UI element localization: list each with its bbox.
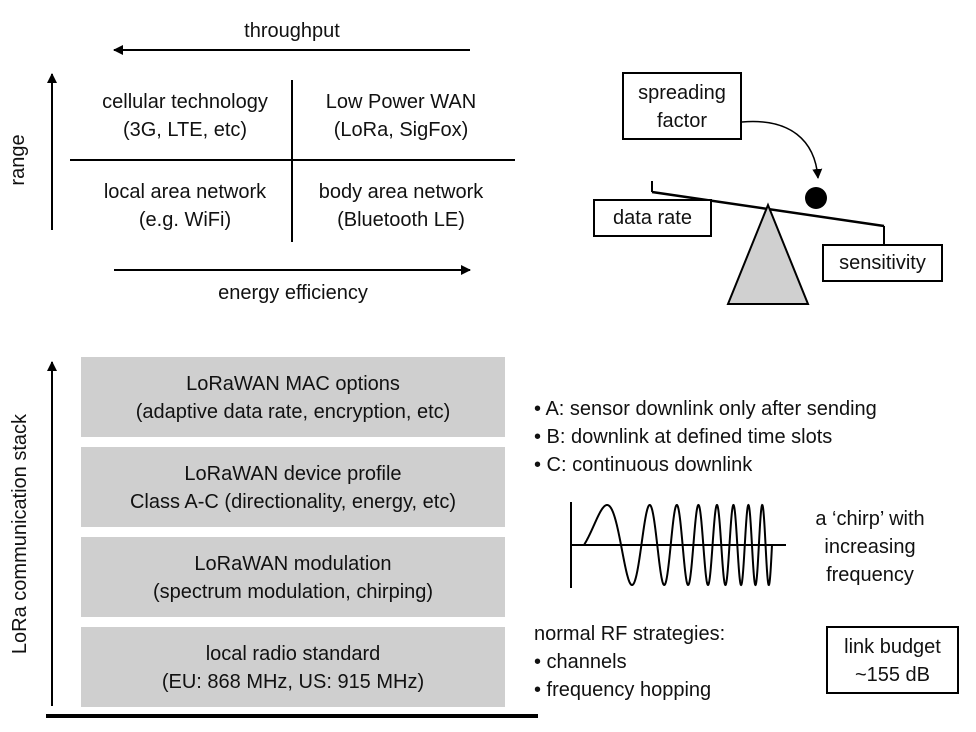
weight-ball: [805, 187, 827, 209]
layer-modulation-title: LoRaWAN modulation: [194, 553, 392, 575]
link-budget-line1: link budget: [844, 636, 941, 658]
link-budget-box: link budget ~155 dB: [826, 626, 959, 694]
quadrant-lpwan: Low Power WAN (LoRa, SigFox): [296, 88, 506, 144]
quadrant-cellular-title: cellular technology: [102, 91, 268, 113]
layer-modulation-subtitle: (spectrum modulation, chirping): [152, 581, 434, 603]
layer-radio-standard-title: local radio standard: [205, 643, 381, 665]
stack-axis-label: LoRa communication stack: [9, 413, 31, 655]
layer-device-profile: LoRaWAN device profile Class A-C (direct…: [81, 447, 505, 527]
chirp-waveform: [583, 503, 773, 587]
energy-efficiency-label: energy efficiency: [218, 282, 368, 304]
chirp-caption-line1: a ‘chirp’ with: [815, 508, 925, 530]
chirp-caption: a ‘chirp’ with increasing frequency: [790, 505, 950, 589]
rf-strategies-heading: normal RF strategies:: [534, 623, 726, 645]
layer-mac-options: LoRaWAN MAC options (adaptive data rate,…: [81, 357, 505, 437]
data-rate-box: data rate: [593, 199, 712, 237]
quadrant-lan: local area network (e.g. WiFi): [80, 178, 290, 234]
quadrant-cellular-examples: (3G, LTE, etc): [122, 119, 248, 141]
quadrant-lan-examples: (e.g. WiFi): [138, 209, 232, 231]
spreading-factor-box: spreading factor: [622, 72, 742, 140]
layer-radio-standard: local radio standard (EU: 868 MHz, US: 9…: [81, 627, 505, 707]
throughput-label: throughput: [244, 20, 340, 42]
device-class-list: • A: sensor downlink only after sending …: [534, 395, 877, 479]
chirp-caption-line3: frequency: [826, 564, 914, 586]
rf-strategies: normal RF strategies: • channels • frequ…: [534, 620, 725, 704]
quadrant-lan-title: local area network: [103, 181, 267, 203]
spreading-factor-curve: [741, 120, 823, 179]
layer-device-profile-subtitle: Class A-C (directionality, energy, etc): [129, 491, 457, 513]
class-b-item: • B: downlink at defined time slots: [534, 426, 833, 448]
range-label: range: [7, 134, 29, 186]
sensitivity-box: sensitivity: [822, 244, 943, 282]
link-budget-line2: ~155 dB: [854, 664, 931, 686]
layer-mac-options-title: LoRaWAN MAC options: [186, 373, 400, 395]
quadrant-cellular: cellular technology (3G, LTE, etc): [80, 88, 290, 144]
rf-item-channels: • channels: [534, 651, 627, 673]
fulcrum-triangle: [726, 202, 810, 305]
layer-device-profile-title: LoRaWAN device profile: [184, 463, 402, 485]
quadrant-ban: body area network (Bluetooth LE): [296, 178, 506, 234]
layer-mac-options-subtitle: (adaptive data rate, encryption, etc): [135, 401, 451, 423]
layer-modulation: LoRaWAN modulation (spectrum modulation,…: [81, 537, 505, 617]
class-a-item: • A: sensor downlink only after sending: [534, 398, 877, 420]
spreading-factor-line1: spreading: [638, 82, 726, 104]
quadrant-ban-examples: (Bluetooth LE): [337, 209, 465, 231]
quadrant-lpwan-title: Low Power WAN: [325, 91, 477, 113]
layer-radio-standard-subtitle: (EU: 868 MHz, US: 915 MHz): [161, 671, 425, 693]
class-c-item: • C: continuous downlink: [534, 454, 753, 476]
chirp-caption-line2: increasing: [824, 536, 916, 558]
quadrant-ban-title: body area network: [318, 181, 484, 203]
spreading-factor-line2: factor: [656, 110, 708, 132]
rf-item-frequency-hopping: • frequency hopping: [534, 679, 712, 701]
quadrant-lpwan-examples: (LoRa, SigFox): [333, 119, 469, 141]
